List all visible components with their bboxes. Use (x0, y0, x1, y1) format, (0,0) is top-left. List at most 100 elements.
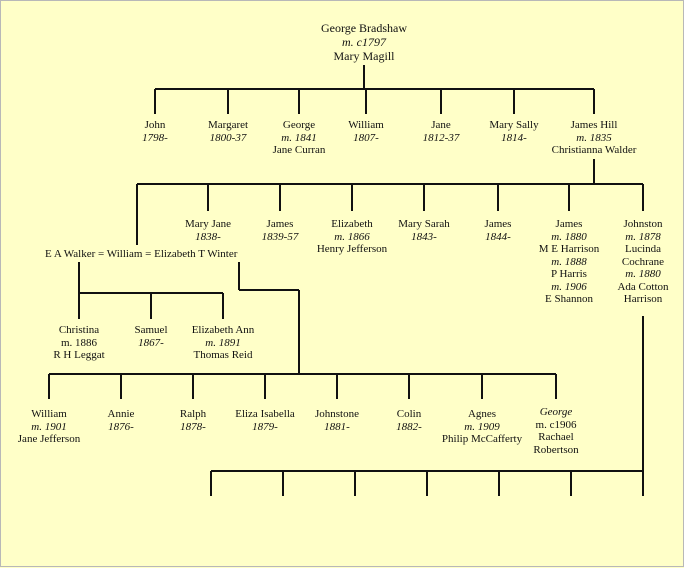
person-james-multiple-marriages: James m. 1880 M E Harrison m. 1888 P Har… (529, 218, 609, 306)
marriage-date: m. 1835 (576, 131, 612, 144)
person-ralph: Ralph 1878- (163, 408, 223, 433)
person-jane: Jane 1812-37 (411, 119, 471, 144)
person-dates: 1839-57 (261, 230, 299, 243)
marriage-date: m. 1880 (551, 230, 587, 243)
marriage-date: m. 1841 (281, 131, 317, 144)
person-name: George (539, 406, 573, 418)
person-dates: 1807- (353, 131, 379, 144)
marriage-sign: = (98, 248, 105, 260)
spouse-name: P Harris (551, 268, 587, 280)
person-dates: 1876- (108, 420, 134, 433)
spouse-name: Mary Magill (333, 49, 395, 63)
person-name: Annie (107, 408, 135, 420)
marriage-date: m. 1909 (464, 420, 500, 433)
person-elizabeth-gen2: Elizabeth m. 1866 Henry Jefferson (307, 218, 397, 256)
marriage-sign: = (145, 248, 152, 260)
spouse-name: Harrison (623, 293, 663, 305)
person-name: Jane (431, 119, 451, 131)
marriage-date: m. c1797 (342, 35, 386, 49)
marriage-date: m. 1901 (31, 420, 67, 433)
person-george-gen3: George m. c1906 Rachael Robertson (516, 406, 596, 456)
spouse-name-winter: Elizabeth T Winter (154, 248, 238, 260)
person-name: Samuel (134, 324, 168, 336)
person-mary-sally: Mary Sally 1814- (479, 119, 549, 144)
marriage-date: m. 1888 (551, 255, 587, 268)
person-johnston: Johnston m. 1878 Lucinda Cochrane m. 188… (607, 218, 679, 306)
person-john: John 1798- (125, 119, 185, 144)
person-name-william: William (106, 248, 143, 260)
person-name: Johnston (623, 218, 663, 230)
spouse-name: Philip McCafferty (441, 433, 523, 445)
person-dates: 1800-37 (209, 131, 247, 144)
spouse-name: Henry Jefferson (316, 243, 388, 255)
spouse-name: E Shannon (545, 293, 593, 305)
person-dates: 1838- (195, 230, 221, 243)
person-elizabeth-ann: Elizabeth Ann m. 1891 Thomas Reid (178, 324, 268, 362)
person-name: Mary Sally (489, 119, 539, 131)
person-dates: 1878- (180, 420, 206, 433)
person-dates: 1867- (138, 336, 164, 349)
spouse-name: Rachael (538, 431, 574, 443)
person-dates: 1843- (411, 230, 437, 243)
spouse-name: Cochrane (621, 255, 665, 268)
william-marriages-line: E A Walker = William = Elizabeth T Winte… (45, 248, 275, 261)
spouse-name: Jane Curran (272, 144, 326, 156)
person-name: William (348, 119, 384, 131)
person-dates: 1812-37 (422, 131, 460, 144)
person-dates: 1879- (252, 420, 278, 433)
person-name: James (266, 218, 294, 230)
person-name: George (282, 119, 316, 131)
marriage-date: m. 1891 (205, 336, 241, 349)
person-name: Ralph (179, 408, 207, 420)
marriage-date: m. 1880 (625, 268, 661, 280)
person-name: Mary Jane (184, 218, 232, 230)
spouse-name: Ada Cotton (617, 280, 669, 293)
person-dates: 1882- (396, 420, 422, 433)
person-dates: 1798- (142, 131, 168, 144)
person-name: Elizabeth (331, 218, 373, 230)
person-christina: Christina m. 1886 R H Leggat (39, 324, 119, 362)
person-name: Agnes (467, 408, 497, 420)
person-dates: 1814- (501, 131, 527, 144)
person-william-gen1: William 1807- (331, 119, 401, 144)
spouse-name: Robertson (533, 443, 579, 456)
person-colin: Colin 1882- (379, 408, 439, 433)
marriage-date: m. 1886 (60, 336, 98, 349)
person-annie: Annie 1876- (91, 408, 151, 433)
person-name: Eliza Isabella (235, 408, 295, 420)
person-eliza-isabella: Eliza Isabella 1879- (225, 408, 305, 433)
person-dates: 1881- (324, 420, 350, 433)
person-margaret: Margaret 1800-37 (193, 119, 263, 144)
person-name: Mary Sarah (398, 218, 450, 230)
person-james-1844: James 1844- (468, 218, 528, 243)
person-name: Elizabeth Ann (191, 324, 255, 336)
spouse-name: Lucinda (624, 243, 662, 255)
person-name: Colin (396, 408, 422, 420)
person-name: Christina (58, 324, 100, 336)
person-agnes: Agnes m. 1909 Philip McCafferty (432, 408, 532, 446)
spouse-name: R H Leggat (53, 349, 105, 361)
person-johnstone: Johnstone 1881- (302, 408, 372, 433)
person-name: William (31, 408, 67, 420)
person-name: George Bradshaw (320, 21, 408, 35)
person-samuel: Samuel 1867- (116, 324, 186, 349)
marriage-date: m. 1866 (334, 230, 370, 243)
spouse-name: Thomas Reid (193, 349, 253, 361)
person-name: James Hill (570, 119, 618, 131)
person-mary-jane: Mary Jane 1838- (173, 218, 243, 243)
spouse-name: M E Harrison (538, 243, 600, 255)
marriage-date: m. 1906 (551, 280, 587, 293)
person-james-hill: James Hill m. 1835 Christianna Walder (539, 119, 649, 157)
spouse-name: Jane Jefferson (17, 433, 81, 445)
marriage-date: m. c1906 (535, 418, 577, 431)
person-george-gen1: George m. 1841 Jane Curran (259, 119, 339, 157)
person-name: James (484, 218, 512, 230)
spouse-name: Christianna Walder (551, 144, 637, 156)
root-couple: George Bradshaw m. c1797 Mary Magill (304, 21, 424, 63)
marriage-date: m. 1878 (625, 230, 661, 243)
person-william-gen3: William m. 1901 Jane Jefferson (7, 408, 91, 446)
person-name: Johnstone (315, 408, 359, 420)
spouse-name-walker: E A Walker (45, 248, 96, 260)
